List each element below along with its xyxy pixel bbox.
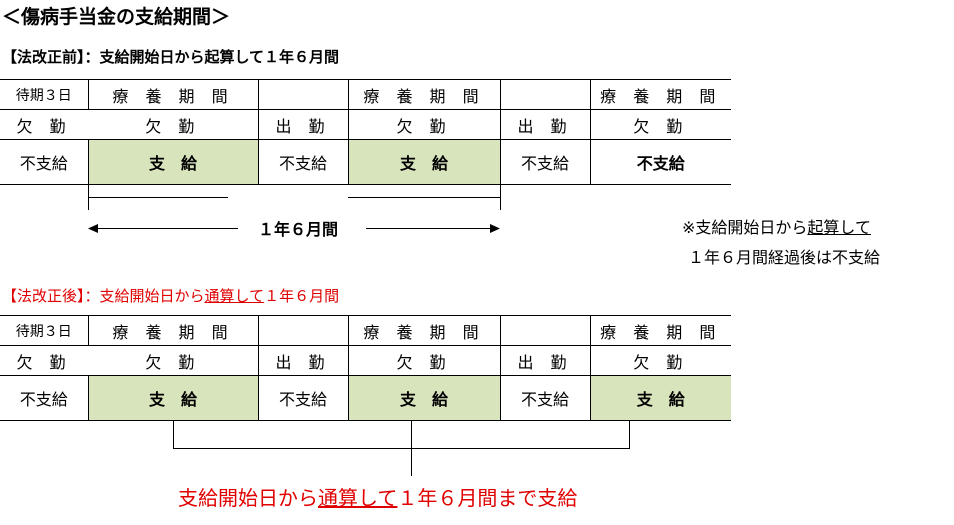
after-cell-work-1: 出 勤 xyxy=(257,345,348,376)
before-cell-paid-2: 支 給 xyxy=(347,139,500,185)
after-timeline-table: 待期３日 療 養 期 間 療 養 期 間 療 養 期 間 欠 勤 欠 勤 出 勤… xyxy=(0,315,731,421)
before-payment-row: 不支給 支 給 不支給 支 給 不支給 不支給 xyxy=(0,139,731,185)
after-cell-unpaid-1: 不支給 xyxy=(257,375,348,421)
before-timeline-table: 待期３日 療 養 期 間 療 養 期 間 療 養 期 間 欠 勤 欠 勤 出 勤… xyxy=(0,79,731,185)
before-cell-unpaid-0: 不支給 xyxy=(0,139,88,185)
before-cell-treatment-1: 療 養 期 間 xyxy=(87,79,258,110)
before-cell-treatment-2: 療 養 期 間 xyxy=(347,79,500,110)
after-period-row: 待期３日 療 養 期 間 療 養 期 間 療 養 期 間 xyxy=(0,315,731,346)
after-cell-work-2: 出 勤 xyxy=(499,345,590,376)
after-cell-waiting: 待期３日 xyxy=(0,315,88,346)
after-cell-paid-3: 支 給 xyxy=(589,375,731,421)
before-period-bracket xyxy=(88,182,501,210)
after-cell-blank-1 xyxy=(257,315,348,346)
after-cell-absent-2: 欠 勤 xyxy=(347,345,500,376)
after-payment-row: 不支給 支 給 不支給 支 給 不支給 支 給 xyxy=(0,375,731,421)
after-cell-absent-1: 欠 勤 xyxy=(88,345,258,376)
page-title: ＜傷病手当金の支給期間＞ xyxy=(2,6,231,28)
before-cell-treatment-3: 療 養 期 間 xyxy=(589,79,731,110)
before-cell-waiting: 待期３日 xyxy=(0,79,88,110)
before-heading: 【法改正前】：支給開始日から起算して１年６月間 xyxy=(2,48,340,66)
before-cell-paid-1: 支 給 xyxy=(87,139,258,185)
after-cell-absent-3: 欠 勤 xyxy=(589,345,731,376)
before-cell-unpaid-3: 不支給 xyxy=(589,139,731,185)
before-period-row: 待期３日 療 養 期 間 療 養 期 間 療 養 期 間 xyxy=(0,79,731,110)
before-cell-work-1: 出 勤 xyxy=(257,109,348,140)
before-cell-absent-3: 欠 勤 xyxy=(589,109,731,140)
before-attendance-row: 欠 勤 欠 勤 出 勤 欠 勤 出 勤 欠 勤 xyxy=(0,109,731,140)
after-cell-unpaid-0: 不支給 xyxy=(0,375,88,421)
after-cell-treatment-3: 療 養 期 間 xyxy=(589,315,731,346)
before-cell-unpaid-1: 不支給 xyxy=(257,139,348,185)
after-cell-unpaid-2: 不支給 xyxy=(499,375,590,421)
before-cell-blank-2 xyxy=(499,79,590,110)
after-bottom-label: 支給開始日から通算して１年６月間まで支給 xyxy=(178,486,578,510)
before-period-arrow xyxy=(88,224,500,233)
after-cell-absent-0: 欠 勤 xyxy=(0,345,88,376)
after-cell-blank-2 xyxy=(499,315,590,346)
before-cell-absent-0: 欠 勤 xyxy=(0,109,88,140)
after-cell-treatment-2: 療 養 期 間 xyxy=(347,315,500,346)
after-cell-treatment-1: 療 養 期 間 xyxy=(87,315,258,346)
before-note-line2: １年６月間経過後は不支給 xyxy=(688,248,881,267)
after-sum-bracket xyxy=(173,419,630,476)
before-note-line1: ※支給開始日から起算して xyxy=(682,218,871,237)
before-cell-unpaid-2: 不支給 xyxy=(499,139,590,185)
after-heading: 【法改正後】：支給開始日から通算して１年６月間 xyxy=(2,287,340,305)
after-cell-paid-1: 支 給 xyxy=(87,375,258,421)
before-cell-absent-1: 欠 勤 xyxy=(88,109,258,140)
after-attendance-row: 欠 勤 欠 勤 出 勤 欠 勤 出 勤 欠 勤 xyxy=(0,345,731,376)
before-cell-work-2: 出 勤 xyxy=(499,109,590,140)
before-period-label: １年６月間 xyxy=(258,220,339,239)
after-cell-paid-2: 支 給 xyxy=(347,375,500,421)
before-cell-absent-2: 欠 勤 xyxy=(347,109,500,140)
before-cell-blank-1 xyxy=(257,79,348,110)
